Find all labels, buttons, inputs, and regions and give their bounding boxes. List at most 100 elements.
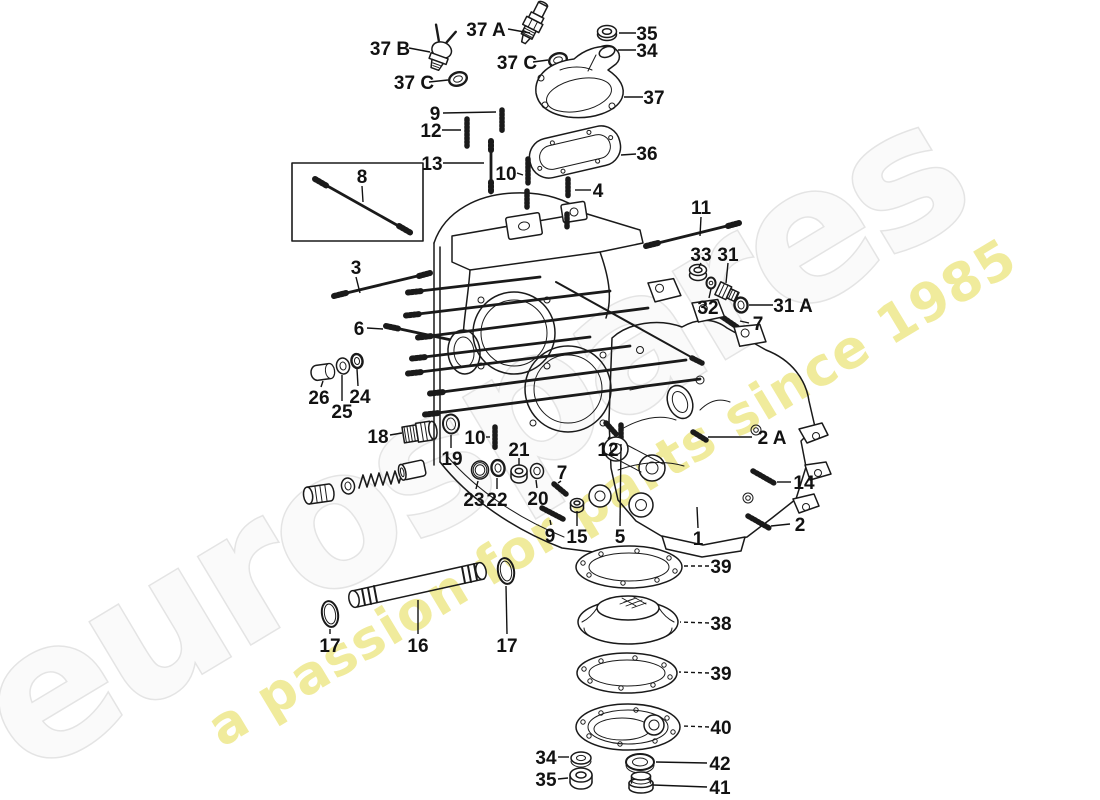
callout-leader-7 xyxy=(739,320,750,324)
part-27-piston xyxy=(397,459,427,481)
part-18-plug xyxy=(401,420,438,444)
callout-label-35: 35 xyxy=(636,24,658,45)
callout-leader-36 xyxy=(620,153,637,156)
part-31a-seal xyxy=(733,296,749,314)
part-29-washer xyxy=(340,477,356,495)
part-33-nut xyxy=(688,263,708,282)
callout-leader-32 xyxy=(708,288,712,299)
callout-label-31A: 31 A xyxy=(773,296,813,317)
part-41-plug xyxy=(628,771,654,794)
callout-leader-37C xyxy=(428,79,449,83)
callout-label-26: 26 xyxy=(308,388,329,409)
part-8-stud-box xyxy=(291,162,424,242)
part-39-gasket xyxy=(576,652,678,694)
part-24-oring xyxy=(350,352,364,370)
part-17-oring xyxy=(496,557,516,585)
callout-label-31: 31 xyxy=(717,245,739,266)
crankcase-right-half xyxy=(555,277,832,558)
callout-label-4: 4 xyxy=(593,181,604,202)
part-32-ball xyxy=(705,276,717,290)
callout-leader-10 xyxy=(516,172,524,176)
callout-leader-8 xyxy=(361,185,364,203)
callout-label-35: 35 xyxy=(535,770,557,791)
callout-label-12: 12 xyxy=(597,440,618,461)
callout-leader-38 xyxy=(679,621,710,624)
callout-label-34: 34 xyxy=(535,748,557,769)
callout-leader-40 xyxy=(681,725,710,728)
callout-leader-26 xyxy=(320,380,324,388)
part-34-washer xyxy=(570,751,592,768)
callout-label-10: 10 xyxy=(464,428,485,449)
callout-label-37: 37 xyxy=(643,88,664,109)
part-37a-sensor xyxy=(520,0,549,45)
callout-label-32: 32 xyxy=(697,298,718,319)
callout-label-17: 17 xyxy=(496,636,517,657)
part-3-stud xyxy=(331,270,433,299)
callout-leader-24 xyxy=(356,368,359,387)
callout-label-37A: 37 A xyxy=(466,20,506,41)
part-40-strainer xyxy=(575,703,681,751)
part-31-plug xyxy=(714,281,740,303)
callout-label-13: 13 xyxy=(421,154,442,175)
callout-label-42: 42 xyxy=(709,754,730,775)
callout-leader-3 xyxy=(355,276,361,294)
part-35-nut xyxy=(569,767,593,790)
part-36-gasket xyxy=(528,125,622,179)
callout-label-22: 22 xyxy=(486,490,507,511)
part-12-stud xyxy=(603,420,619,437)
callout-leader-42 xyxy=(655,761,708,764)
part-6-stud xyxy=(383,323,458,343)
callout-label-9: 9 xyxy=(545,526,556,547)
part-26-cap xyxy=(310,362,336,382)
callout-leader-20 xyxy=(535,479,538,489)
part-17-oring xyxy=(320,600,340,628)
part-42-seal xyxy=(625,753,655,774)
part-37b-sensor xyxy=(428,23,457,72)
callout-leader-37C xyxy=(532,59,549,63)
callout-label-34: 34 xyxy=(636,41,658,62)
callout-leader-1 xyxy=(696,506,699,529)
callout-leader-41 xyxy=(652,784,708,788)
part-20-washer xyxy=(529,462,545,480)
callout-label-11: 11 xyxy=(691,198,712,219)
callout-label-37B: 37 B xyxy=(370,39,410,60)
callout-label-5: 5 xyxy=(615,527,626,548)
callout-label-33: 33 xyxy=(690,245,711,266)
part-2-stud xyxy=(745,513,772,531)
callout-leader-17 xyxy=(505,585,508,635)
callout-label-23: 23 xyxy=(463,490,484,511)
callout-leader-5 xyxy=(619,443,622,527)
part-39-gasket xyxy=(575,545,683,589)
callout-label-12: 12 xyxy=(420,121,441,142)
callout-leader-2 xyxy=(770,523,791,527)
part-16-pipe xyxy=(348,561,487,609)
callout-label-39: 39 xyxy=(710,664,731,685)
callout-leader-12 xyxy=(607,435,611,440)
callout-label-9: 9 xyxy=(430,104,441,125)
callout-leader-31 xyxy=(725,262,729,284)
callout-label-1: 1 xyxy=(693,529,704,550)
callout-label-6: 6 xyxy=(354,319,365,340)
callout-leader-37B xyxy=(408,47,431,53)
part-11-stud xyxy=(643,220,742,249)
callout-label-21: 21 xyxy=(508,440,530,461)
callout-label-8: 8 xyxy=(357,167,368,188)
callout-label-15: 15 xyxy=(566,527,588,548)
part-37c-seal xyxy=(448,71,468,87)
callout-leader-11 xyxy=(699,216,702,237)
callout-leader-9 xyxy=(549,519,552,526)
part-2a-stud xyxy=(690,429,709,443)
part-30-plug xyxy=(302,483,335,505)
callout-label-16: 16 xyxy=(407,636,428,657)
callout-leader-6 xyxy=(366,327,384,330)
callout-leader-33 xyxy=(698,262,702,268)
part-21-nut xyxy=(510,464,528,484)
callout-leader-9 xyxy=(442,111,497,114)
callout-label-36: 36 xyxy=(636,144,657,165)
part-9-stud xyxy=(539,505,566,522)
callout-label-2A: 2 A xyxy=(758,428,787,449)
part-37-cover xyxy=(535,45,624,119)
